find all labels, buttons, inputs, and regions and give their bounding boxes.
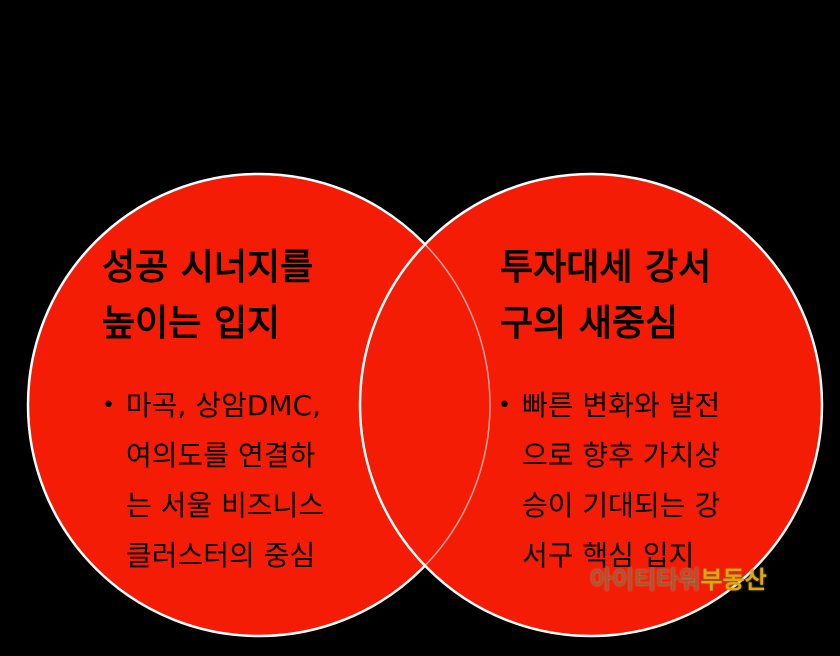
right-title-line: 구의 새중심 [500, 303, 679, 344]
left-bullet-line: 마곡, 상암DMC, [126, 389, 322, 422]
left-title: 성공 시너지를 높이는 입지 [102, 240, 313, 352]
left-circle-outline [27, 173, 491, 637]
left-bullet-line: 는 서울 비즈니스 [126, 489, 325, 522]
left-bullet: • 마곡, 상암DMC, 여의도를 연결하 는 서울 비즈니스 클러스터의 중심 [102, 381, 325, 581]
right-circle [358, 172, 824, 638]
left-title-line: 성공 시너지를 [102, 247, 314, 288]
watermark-part2: 부동산 [700, 566, 767, 594]
bullet-dot: • [498, 393, 511, 418]
left-bullet-line: 여의도를 연결하 [126, 439, 316, 472]
right-title: 투자대세 강서 구의 새중심 [500, 240, 711, 352]
left-title-line: 높이는 입지 [102, 303, 281, 344]
right-bullet-line: 빠른 변화와 발전 [522, 389, 721, 422]
left-bullet-line: 클러스터의 중심 [126, 539, 316, 572]
bullet-dot: • [102, 393, 115, 418]
right-bullet: • 빠른 변화와 발전 으로 향후 가치상 승이 기대되는 강 서구 핵심 입지 [498, 381, 721, 581]
right-bullet-line: 서구 핵심 입지 [522, 539, 695, 572]
watermark-part1: 아이티타워 [590, 566, 701, 594]
watermark-logo: 아이티타워부동산 [590, 560, 767, 595]
right-bullet-line: 으로 향후 가치상 [522, 439, 721, 472]
right-bullet-line: 승이 기대되는 강 [522, 489, 721, 522]
right-title-line: 투자대세 강서 [500, 247, 712, 288]
